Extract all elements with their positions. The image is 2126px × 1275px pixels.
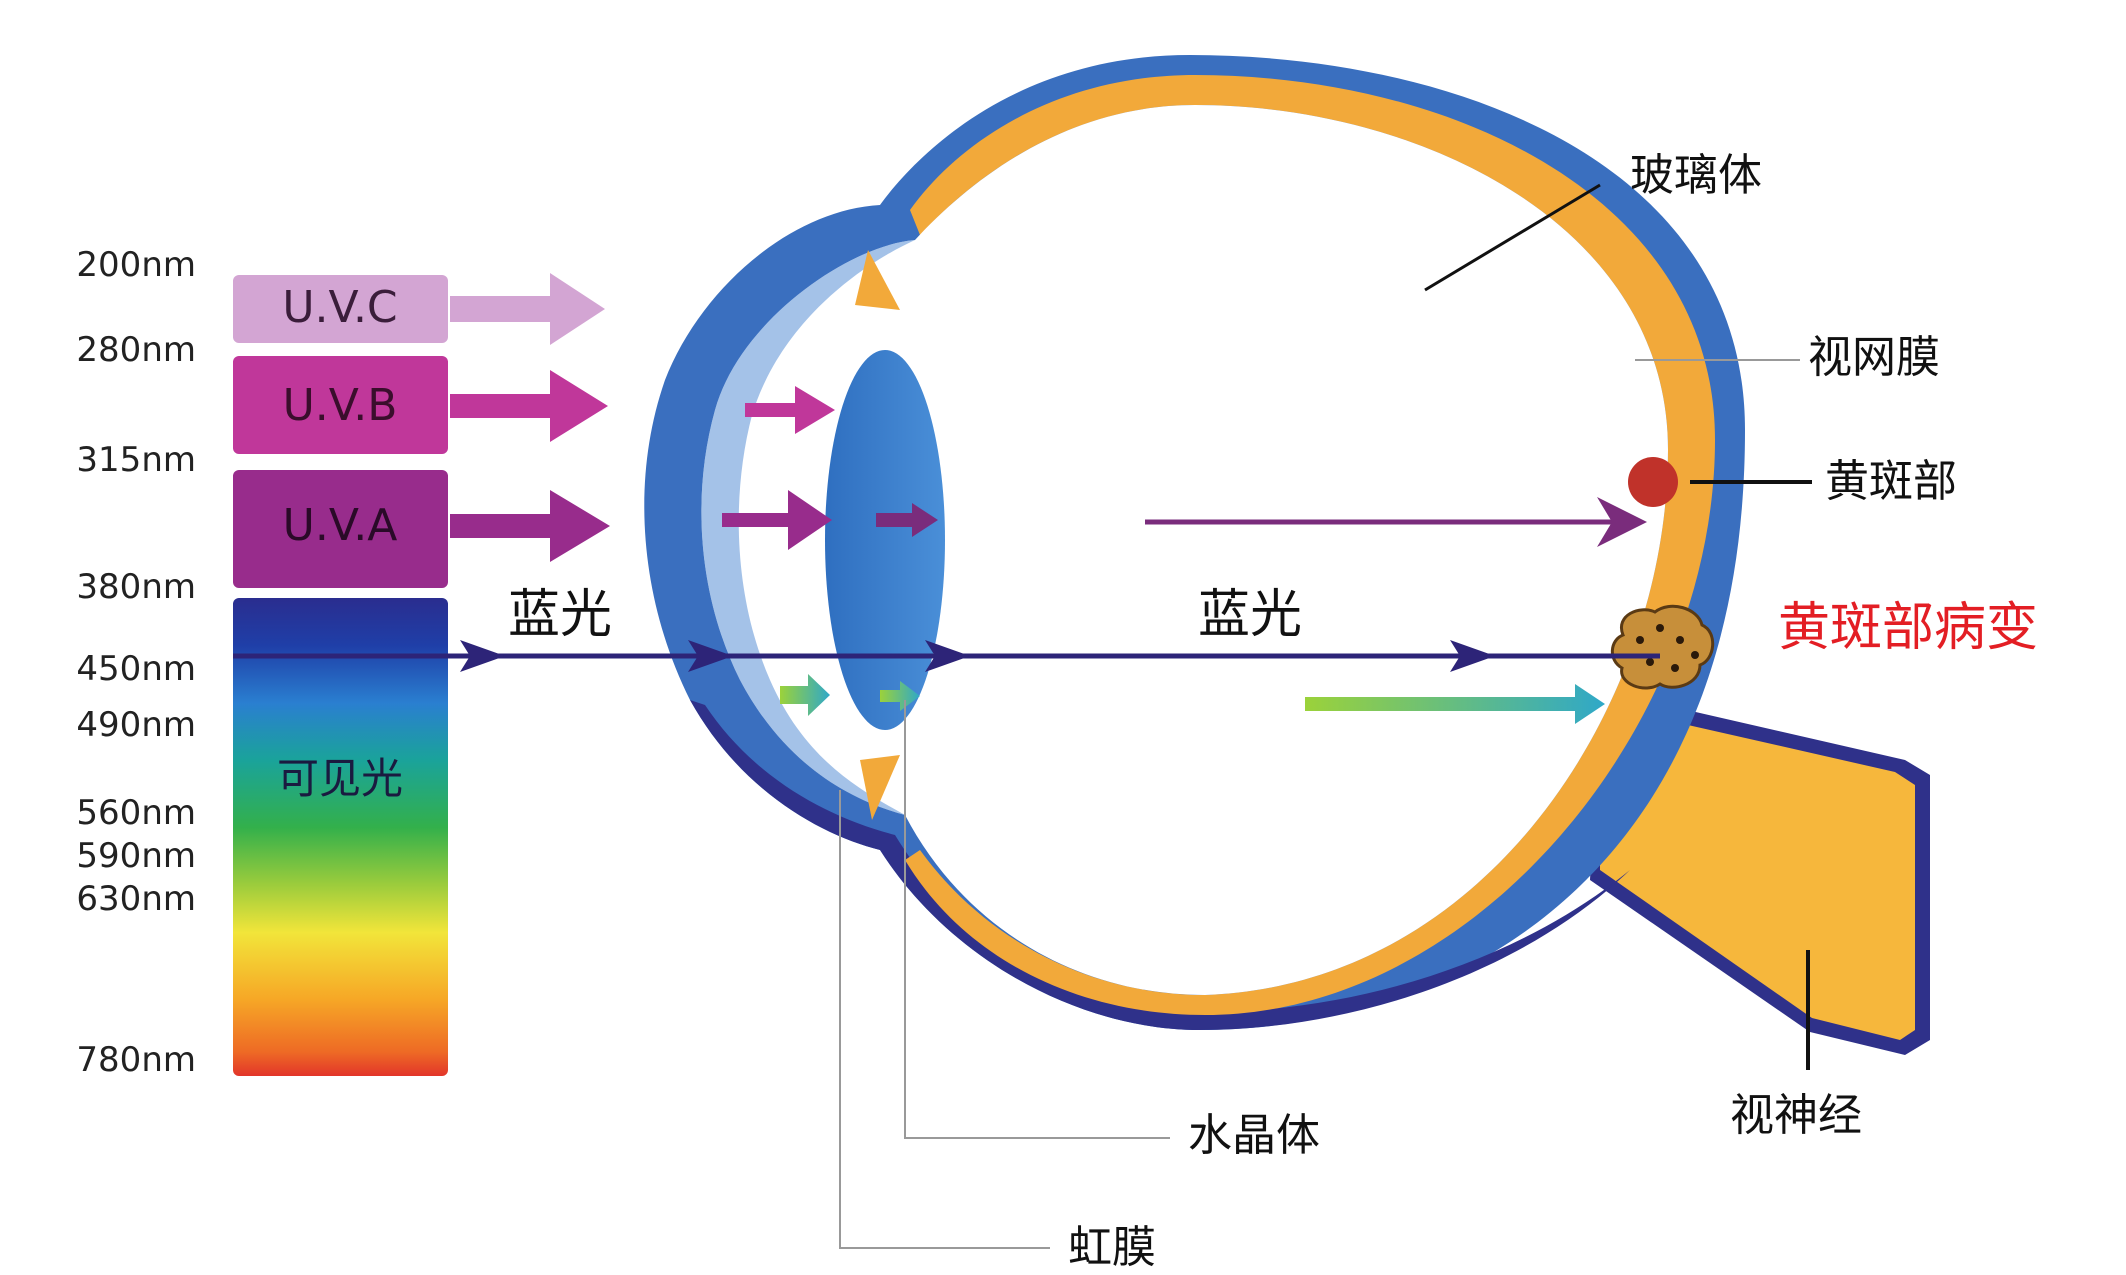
- macula-label: 黄斑部: [1825, 456, 1957, 507]
- uvc-band: U.V.C: [233, 273, 605, 345]
- uvb-band: U.V.B: [233, 356, 608, 454]
- lens-label: 水晶体: [1188, 1110, 1320, 1161]
- wavelength-label: 380nm: [76, 567, 196, 607]
- uva-arrow: [450, 490, 610, 562]
- optic-nerve-label: 视神经: [1730, 1090, 1862, 1141]
- visible-light-label: 可见光: [277, 754, 403, 803]
- wavelength-label: 280nm: [76, 330, 196, 370]
- uva-band: U.V.A: [233, 470, 610, 588]
- uvc-label: U.V.C: [282, 282, 397, 333]
- uvc-arrow: [450, 273, 605, 345]
- wavelength-label: 200nm: [76, 245, 196, 285]
- macular-lesion-label: 黄斑部病变: [1778, 598, 2038, 658]
- macula-spot: [1628, 457, 1678, 507]
- wavelength-label: 490nm: [76, 705, 196, 745]
- wavelength-label: 450nm: [76, 649, 196, 689]
- wavelength-label: 590nm: [76, 836, 196, 876]
- uvb-label: U.V.B: [283, 380, 398, 431]
- uva-label: U.V.A: [283, 500, 398, 551]
- blue-light-label-inside: 蓝光: [1198, 585, 1302, 645]
- wavelength-label: 560nm: [76, 793, 196, 833]
- macular-lesion-mark: [1612, 606, 1712, 688]
- uvb-arrow: [450, 370, 608, 442]
- vitreous-label: 玻璃体: [1630, 150, 1762, 201]
- iris-label: 虹膜: [1068, 1222, 1156, 1271]
- wavelength-label: 780nm: [76, 1040, 196, 1080]
- lens-shape: [825, 350, 945, 730]
- blue-light-label-outside: 蓝光: [508, 585, 612, 645]
- eyeball: [644, 55, 1930, 1055]
- retina-label: 视网膜: [1808, 332, 1940, 383]
- wavelength-scale: 200nm 280nm 315nm 380nm 450nm 490nm 560n…: [76, 245, 196, 1080]
- wavelength-label: 315nm: [76, 440, 196, 480]
- wavelength-label: 630nm: [76, 879, 196, 919]
- visible-spectrum-band: 可见光: [233, 598, 448, 1076]
